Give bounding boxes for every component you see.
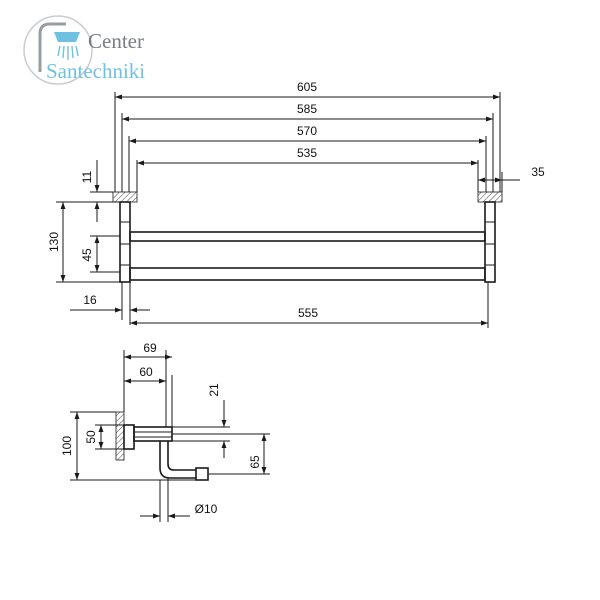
right-wall-plate: [477, 191, 503, 203]
side-bend: [159, 441, 196, 479]
side-wall: [115, 411, 125, 461]
lower-bar: [129, 267, 486, 281]
right-post: [484, 201, 496, 283]
shower-head-icon: [23, 15, 93, 85]
dim-585: 585: [297, 102, 317, 116]
dim-16: 16: [83, 293, 97, 307]
brand-logo: Center Santechniki: [23, 15, 145, 85]
front-view: 605 585 570 535 35 11 130 45 16 5: [47, 80, 545, 328]
side-view: 69 60 21 50 100 65 Ø10: [60, 341, 270, 522]
side-arm: [133, 426, 173, 442]
logo-text-line1: Center: [88, 29, 144, 53]
dim-570: 570: [297, 124, 317, 138]
dim-605: 605: [297, 80, 317, 94]
dim-60: 60: [139, 365, 153, 379]
dim-69: 69: [143, 341, 157, 355]
dim-130: 130: [47, 232, 61, 252]
dim-45: 45: [80, 248, 94, 262]
left-wall-plate: [112, 191, 138, 203]
upper-bar: [129, 231, 486, 242]
dim-35: 35: [531, 165, 545, 179]
side-bar-end: [195, 467, 209, 481]
dim-100: 100: [60, 436, 74, 456]
dim-21: 21: [207, 383, 221, 397]
dim-50: 50: [84, 430, 98, 444]
dim-diameter-10: Ø10: [195, 502, 218, 516]
dim-11: 11: [80, 170, 94, 183]
dim-535: 535: [297, 146, 317, 160]
left-post: [119, 201, 131, 283]
side-plate: [123, 424, 135, 450]
logo-text-line2: Santechniki: [46, 59, 145, 83]
dim-65: 65: [248, 455, 262, 469]
dim-555: 555: [298, 306, 318, 320]
